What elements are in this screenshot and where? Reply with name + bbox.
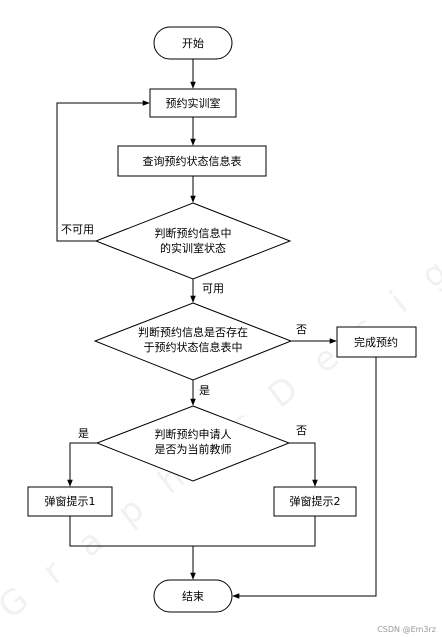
edge-complete-end <box>232 357 377 599</box>
label-exist-yes: 是 <box>199 384 210 397</box>
teacher-decision-line2: 是否为当前教师 <box>155 442 232 456</box>
end-label: 结束 <box>182 590 204 603</box>
end-node <box>153 579 233 613</box>
query-status-node <box>117 145 267 177</box>
query-status-label: 查询预约状态信息表 <box>143 154 242 168</box>
label-unavailable: 不可用 <box>61 223 94 236</box>
source-credit: CSDN @Em3rz <box>377 625 436 634</box>
edge-popup1-end <box>69 516 193 547</box>
label-available: 可用 <box>202 282 224 295</box>
complete-label: 完成预约 <box>354 335 398 349</box>
edge-teacher-yes <box>67 442 97 487</box>
edge-teacher-no <box>289 442 318 487</box>
complete-node <box>336 326 417 358</box>
status-decision-line2: 的实训室状态 <box>160 241 226 255</box>
label-exist-no: 否 <box>296 323 307 336</box>
exist-decision-line2: 于预约状态信息表中 <box>144 340 243 354</box>
label-teacher-no: 否 <box>296 424 307 437</box>
popup2-node <box>273 486 357 517</box>
reserve-lab-label: 预约实训室 <box>166 96 221 110</box>
teacher-decision <box>95 405 291 482</box>
label-teacher-yes: 是 <box>78 427 89 440</box>
edge-popup2-end <box>193 516 316 547</box>
status-decision <box>94 202 292 280</box>
exist-decision-line1: 判断预约信息是否存在 <box>138 325 248 339</box>
popup1-node <box>27 486 113 517</box>
popup2-label: 弹窗提示2 <box>290 494 341 508</box>
status-decision-line1: 判断预约信息中 <box>155 226 232 240</box>
edge-unavailable-loop <box>56 100 150 242</box>
teacher-decision-line1: 判断预约申请人 <box>155 427 232 441</box>
popup1-label: 弹窗提示1 <box>45 494 96 508</box>
start-label: 开始 <box>182 36 204 50</box>
